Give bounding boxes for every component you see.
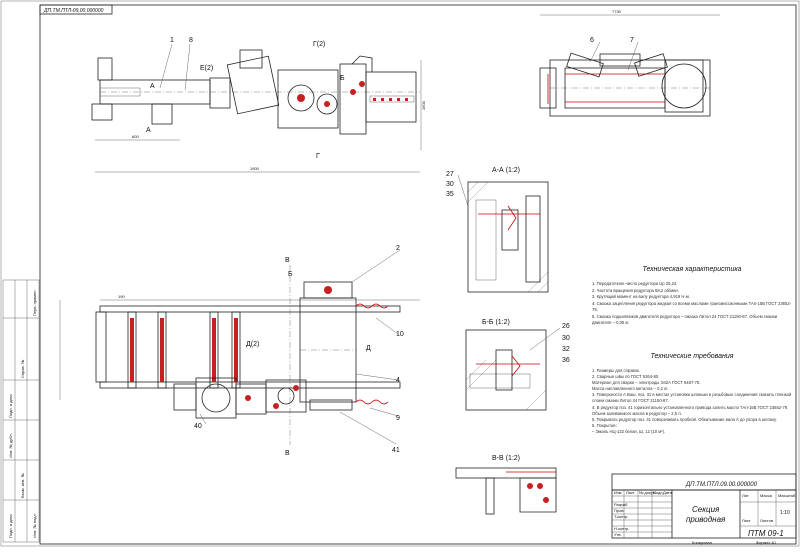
title-copied: Копировал [692,540,713,545]
view-front: 1900 600 1600 1 8 Г(2) [91,37,426,173]
row-razrab: Разраб. [614,502,628,507]
part-41: 41 [392,447,400,454]
title-scale: 1:10 [780,510,790,516]
title-sheets-label: Листов [760,518,773,523]
cut-a1: А [150,83,155,90]
col-lit: Лит. [742,493,749,498]
part-26: 26 [562,323,570,330]
tech-char-list: 1. Передаточное число редуктора Uр 25,24… [592,281,792,327]
row-date: Дата [663,490,673,495]
title-name-2: приводная [686,515,726,524]
part-4: 4 [396,377,400,384]
row-list: Лист [626,490,635,495]
part-2: 2 [396,245,400,252]
inner-frame [39,4,797,545]
side-stamp-3: Подп. и дата [8,394,13,418]
part-30b: 30 [562,335,570,342]
tech-req-item: Масса наплавленного металла – 0,2 кг. [592,386,669,392]
tech-char-item: 4. Смазка зацепления редуктора жидкая со… [592,300,792,313]
section-vv: В-В (1:2) [455,455,557,515]
part-35: 35 [446,191,454,198]
cut-g: Г [316,153,320,160]
row-doc: № докум. [639,490,657,495]
title-sheet-label: Лист [742,518,751,523]
tech-req-item: 2. Сварные швы по ГОСТ 5264-80. [592,374,660,380]
section-bb-title: Б-Б (1:2) [482,319,510,326]
row-utv: Утв. [614,532,622,537]
part-32: 32 [562,346,570,353]
side-stamp-1: Перв. примен. [32,289,37,316]
tech-char-title: Техническая характеристика [642,266,742,273]
tech-req-item: 1. Размеры для справок. [592,368,641,373]
dim-width: 7730 [612,9,622,14]
view-g-label: Г(2) [313,41,325,48]
tech-char-item: 2. Частота вращения редуктора 58,2 об/ми… [592,287,679,293]
side-stamp: Перв. примен. Справ. № Подп. и дата Инв.… [2,279,40,543]
cut-v-bottom: В [285,450,290,457]
side-stamp-4: Инв. № дубл. [8,433,13,458]
title-doc-code: ДП.ТМ.ПТЛ.09.00.000000 [685,482,758,488]
view-e-label: Е(2) [200,65,213,72]
tech-req-item: 6. Покрытие: [592,422,617,428]
top-stamp-box [39,4,113,15]
title-name-1: Секция [692,505,720,514]
tech-req-item: Материал для сварки – электроды Э42А ГОС… [592,380,701,386]
title-format: Формат А1 [756,540,777,545]
tech-req-title: Технические требования [650,353,734,360]
col-mass: Масса [760,493,773,498]
part-6: 6 [590,37,594,44]
side-stamp-6: Подп. и дата [8,514,13,538]
part-7: 7 [630,37,634,44]
cut-v-top: В [285,257,290,264]
dim-600: 600 [132,134,139,139]
cut-b-plan: Б [288,271,293,278]
cut-b-top: Б [340,75,345,82]
top-stamp-text: ДП.ТМ.ПТЛ-09.00.000000 [43,8,104,14]
part-10: 10 [396,331,404,338]
section-bb: Б-Б (1:2) 26 30 32 36 [465,319,570,411]
tech-req-block: Технические требования 1. Размеры для сп… [592,353,792,435]
section-vv-title: В-В (1:2) [492,455,520,462]
tech-char-block: Техническая характеристика 1. Передаточн… [592,266,792,327]
part-1-top: 1 [170,37,174,44]
tech-req-item: 5. Покрывать редуктор поз. 41 поворачива… [592,416,777,422]
view-right: 7730 6 7 [539,9,720,117]
part-40: 40 [194,423,202,430]
section-aa-title: А-А (1:2) [492,167,520,174]
title-block: ДП.ТМ.ПТЛ.09.00.000000 Секция приводная … [611,473,797,545]
view-plan: 190 [59,245,420,457]
row-tkontr: Т.контр. [614,514,629,519]
svg-text:190: 190 [118,294,125,299]
side-stamp-7: Инв. № подл. [32,513,37,538]
tech-char-item: 3. Крутящий момент на валу редуктора 4,9… [592,294,690,299]
tech-req-list: 1. Размеры для справок. 2. Сварные швы п… [592,368,792,435]
cut-d: Д [366,345,371,352]
col-scale: Масштаб [778,493,796,498]
tech-req-item: 3. Поверхности А Ваш, поз. 31 в местах у… [592,392,792,404]
part-27: 27 [446,171,454,178]
dim-overall: 1900 [250,166,260,171]
tech-req-item: 4. В редуктор поз. 41 горизонтально уста… [592,404,789,416]
part-8-top: 8 [189,37,193,44]
row-prov: Пров. [614,508,625,513]
tech-char-item: 1. Передаточное число редуктора Uр 25,24… [592,281,678,286]
tech-char-item: 5. Смазка подшипников двигателя редуктор… [592,313,778,326]
row-izm: Изм [614,490,622,495]
row-podp: Подп. [653,490,664,495]
cut-a2: А [146,127,151,134]
side-stamp-5: Взам. инв. № [20,473,25,498]
tech-req-item: – Эмаль НЦ-132 белая, Ш, 12 (10 м²). [592,428,666,434]
part-9: 9 [396,415,400,422]
side-stamp-2: Справ. № [20,360,25,378]
row-nkontr: Н.контр. [614,526,629,531]
dim-1600: 1600 [421,100,426,110]
view-d-label: Д(2) [246,341,259,348]
part-30a: 30 [446,181,454,188]
section-aa: А-А (1:2) 27 30 35 [446,167,549,293]
part-36: 36 [562,357,570,364]
title-sheet-mark: ПТМ 09-1 [748,529,784,538]
